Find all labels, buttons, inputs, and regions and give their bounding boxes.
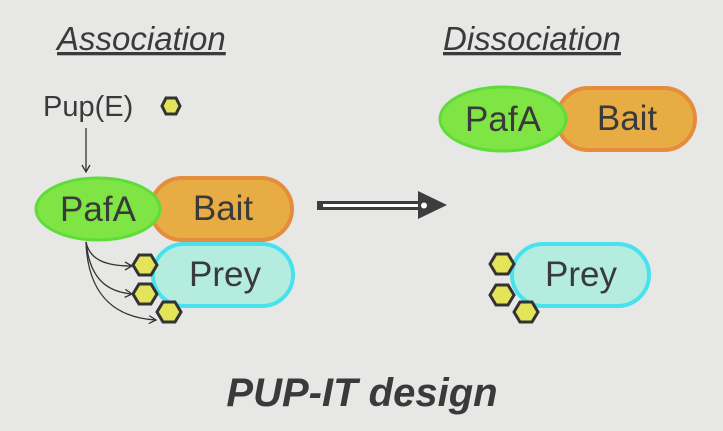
pup-tag-hexagon-icon: [131, 253, 159, 277]
pup-tag-hexagon-icon: [155, 300, 183, 324]
association-heading: Association: [55, 20, 226, 57]
pup-tag-hexagon-icon: [488, 283, 516, 307]
pafa-node: [438, 85, 568, 153]
prey-node: [510, 242, 651, 308]
diagram-title: PUP-IT design: [226, 371, 497, 415]
transfer-arrow-3: [85, 241, 158, 325]
transfer-arrow-2: [85, 241, 134, 298]
pafa-node: [34, 176, 162, 242]
pafa-label: PafA: [465, 100, 542, 139]
pup-tag-hexagon-icon: [512, 300, 540, 324]
bait-label: Bait: [597, 99, 658, 138]
dissociation-panel: Bait PafA Prey: [438, 85, 697, 324]
prey-node: [151, 242, 295, 308]
dissociation-heading: Dissociation: [443, 20, 621, 57]
pup-tag-hexagon-icon: [488, 252, 516, 276]
association-panel: Pup(E) Prey Bait PafA: [34, 91, 295, 325]
pup-tag-hexagon-icon: [160, 96, 182, 116]
transfer-arrow-1: [85, 241, 134, 271]
transition-right-arrow-icon: [317, 191, 447, 219]
pup-tag-hexagon-icon: [131, 282, 159, 306]
prey-label: Prey: [545, 255, 617, 294]
prey-label: Prey: [189, 255, 261, 294]
pup-label: Pup(E): [43, 91, 133, 123]
pafa-label: PafA: [60, 190, 137, 229]
bait-label: Bait: [193, 189, 254, 228]
